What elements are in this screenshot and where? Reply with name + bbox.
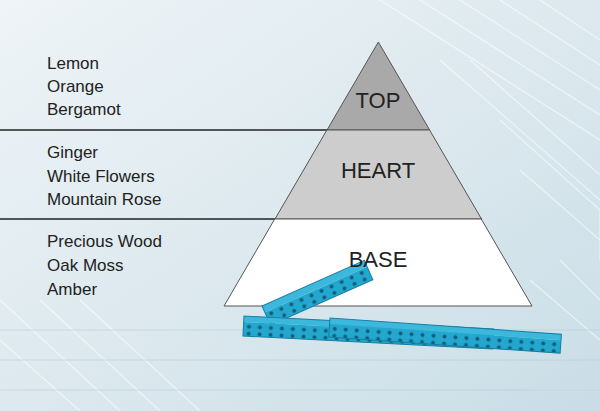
band-label: TOP [356,90,401,112]
pyramid-band: BASE [224,219,532,306]
note-label: Lemon [47,54,99,74]
band-shape [327,42,430,130]
note-label: Oak Moss [47,256,124,276]
band-label: BASE [349,249,408,271]
note-label: White Flowers [47,167,155,187]
pyramid-band: TOP [327,42,430,130]
pyramid-band: HEART [275,130,482,219]
note-label: Precious Wood [47,232,162,252]
band-label: HEART [341,160,415,182]
note-label: Amber [47,280,97,300]
note-label: Mountain Rose [47,190,161,210]
note-label: Ginger [47,143,98,163]
note-label: Orange [47,77,104,97]
note-label: Bergamot [47,100,121,120]
